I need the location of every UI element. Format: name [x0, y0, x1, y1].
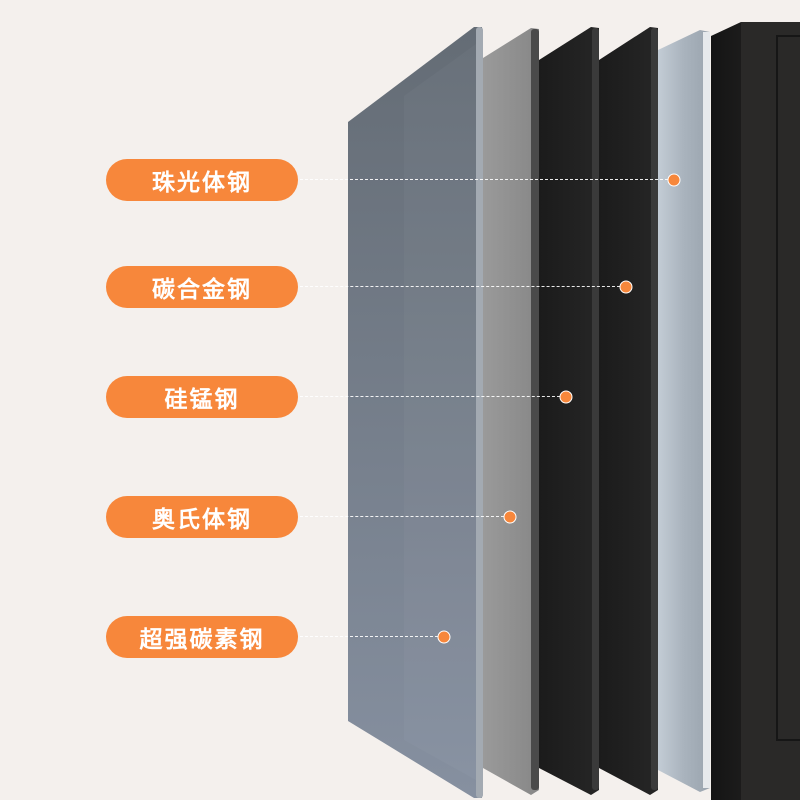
marker-dot — [559, 390, 573, 404]
material-label-austenitic-steel: 奥氏体钢 — [106, 496, 298, 538]
marker-dot — [503, 510, 517, 524]
material-label-carbon-alloy-steel: 碳合金钢 — [106, 266, 298, 308]
marker-dot — [667, 173, 681, 187]
leader-line — [300, 396, 560, 397]
marker-dot — [619, 280, 633, 294]
leader-line — [300, 516, 504, 517]
black-panel-1 — [539, 27, 599, 795]
material-label-silicon-manganese-steel: 硅锰钢 — [106, 376, 298, 418]
leader-line — [300, 286, 620, 287]
glass-gray-panel — [348, 27, 483, 798]
black-panel-2 — [599, 27, 658, 795]
leader-line — [300, 636, 438, 637]
gray-panel — [483, 28, 539, 795]
material-label-pearlitic-steel: 珠光体钢 — [106, 159, 298, 201]
silver-brushed-panel — [658, 30, 710, 792]
leader-line — [300, 179, 668, 180]
material-label-high-strength-carbon-steel: 超强碳素钢 — [106, 616, 298, 658]
black-cabinet — [711, 22, 800, 800]
marker-dot — [437, 630, 451, 644]
